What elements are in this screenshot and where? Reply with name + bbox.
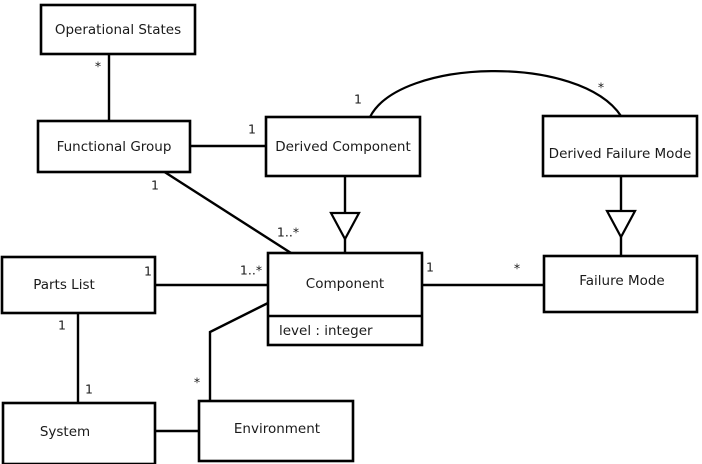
class-box-functional-group[interactable]: Functional Group [36,119,192,174]
class-name-label: Derived Failure Mode [549,146,692,162]
class-name-label: System [40,424,90,440]
multiplicity-label-system-end: 1 [85,382,93,397]
multiplicity-label-failure-mode-end: * [514,261,520,276]
class-name-label: Derived Component [275,139,411,155]
class-name-label: Functional Group [57,139,172,155]
multiplicity-label-derived-component-end: 1 [248,122,256,137]
class-box-parts-list[interactable]: Parts List [0,255,157,315]
class-name-label: Environment [234,421,320,437]
multiplicity-label-operational-states: * [95,59,101,74]
generalization-triangle-icon [605,209,637,240]
multiplicity-label-parts-list-to-system: 1 [58,318,66,333]
class-box-rect [541,114,699,178]
multiplicity-label-arc-derived-component-end: 1 [354,92,362,107]
association-component-environment[interactable] [208,301,269,401]
association-line [162,169,292,255]
class-box-rect [39,3,197,56]
class-box-failure-mode[interactable]: Failure Mode [542,254,699,314]
class-attribute-label: level : integer [279,323,373,339]
class-box-rect [266,251,424,347]
class-name-label: Failure Mode [579,273,665,289]
class-box-rect [0,255,157,315]
association-arc [369,70,622,118]
class-box-operational-states[interactable]: Operational States [39,3,197,56]
class-box-component[interactable]: Component level : integer [266,251,424,347]
class-box-derived-failure-mode[interactable]: Derived Failure Mode [541,114,699,178]
multiplicity-label-parts-list-end: 1 [144,264,152,279]
class-box-rect [542,254,699,314]
multiplicity-label-functional-group-end: 1 [151,178,159,193]
class-name-label: Parts List [33,277,95,293]
association-polyline [208,301,269,401]
class-box-environment[interactable]: Environment [197,399,355,463]
class-box-rect [197,399,355,463]
multiplicity-label-arc-derived-failure-mode-end: * [598,80,604,95]
association-derived-component-derived-failure-mode[interactable] [369,70,622,118]
class-box-system[interactable]: System [1,401,157,464]
class-box-rect [1,401,157,464]
generalization-component-to-derived-component[interactable] [329,176,361,253]
class-name-label: Operational States [55,22,181,38]
generalization-failure-mode-to-derived-failure-mode[interactable] [605,176,637,256]
multiplicity-label-component-from-functional-group: 1..* [277,225,299,240]
generalization-triangle-icon [329,211,361,242]
multiplicity-label-component-to-failure-mode: 1 [426,260,434,275]
class-box-rect [36,119,192,174]
association-functional-group-component[interactable] [162,169,292,255]
multiplicity-label-environment-end: * [194,375,200,390]
multiplicity-label-component-from-parts-list: 1..* [240,263,262,278]
class-name-label: Component [306,276,384,292]
class-box-derived-component[interactable]: Derived Component [264,115,422,178]
class-box-rect [264,115,422,178]
